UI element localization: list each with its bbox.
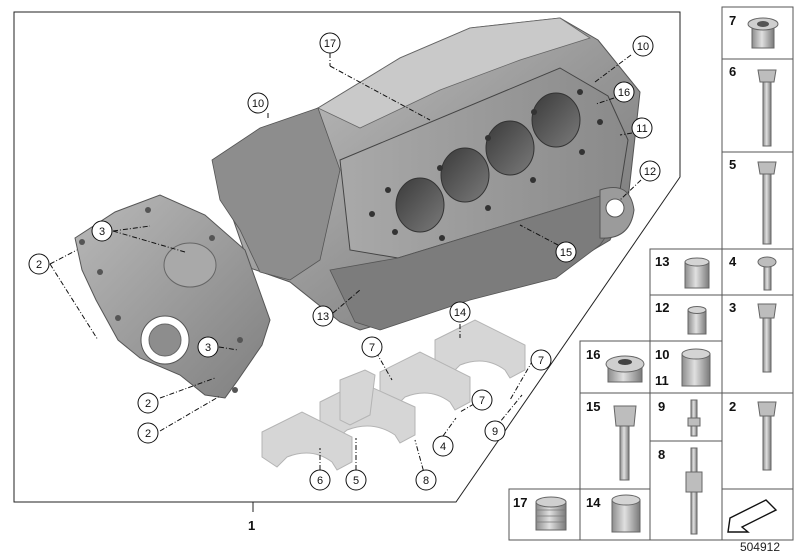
callout-2-top[interactable]: 2	[28, 253, 50, 275]
callout-10-right[interactable]: 10	[632, 35, 654, 57]
svg-text:4: 4	[440, 441, 446, 453]
svg-text:2: 2	[36, 259, 42, 271]
svg-text:11: 11	[655, 373, 669, 388]
part-2-bolt[interactable]	[757, 401, 777, 471]
callout-9[interactable]: 9	[484, 420, 506, 442]
svg-text:2: 2	[729, 399, 736, 414]
svg-text:2: 2	[145, 398, 151, 410]
part-3-bolt[interactable]	[757, 303, 777, 373]
part-16-plug[interactable]	[605, 355, 645, 383]
part-4-bolt[interactable]	[757, 256, 777, 291]
svg-text:15: 15	[560, 247, 572, 259]
callout-7-b[interactable]: 7	[530, 349, 552, 371]
parts-grid	[508, 6, 794, 541]
callout-15[interactable]: 15	[555, 241, 577, 263]
svg-text:7: 7	[369, 342, 375, 354]
parts-grid-labels: 7 6 5 13 4 12 3 16 10 11 15 9 2 8 17 14	[513, 13, 737, 510]
callout-4[interactable]: 4	[432, 435, 454, 457]
part-10-sleeve[interactable]	[681, 348, 711, 387]
callout-3-top[interactable]: 3	[91, 220, 113, 242]
svg-text:15: 15	[586, 399, 600, 414]
part-15-bolt[interactable]	[613, 405, 637, 481]
part-9-stud[interactable]	[687, 399, 701, 437]
svg-text:5: 5	[729, 157, 736, 172]
svg-text:8: 8	[658, 447, 665, 462]
part-5-bolt[interactable]	[757, 161, 777, 245]
callout-14[interactable]: 14	[449, 301, 471, 323]
svg-text:5: 5	[353, 475, 359, 487]
svg-text:3: 3	[205, 342, 211, 354]
svg-text:16: 16	[618, 87, 630, 99]
svg-text:12: 12	[644, 166, 656, 178]
svg-text:13: 13	[655, 254, 669, 269]
part-12-sleeve[interactable]	[687, 306, 707, 335]
callout-17[interactable]: 17	[319, 32, 341, 54]
svg-text:17: 17	[513, 495, 527, 510]
callout-7-a[interactable]: 7	[361, 336, 383, 358]
svg-text:14: 14	[454, 307, 466, 319]
engine-block	[211, 17, 641, 331]
leader-lines	[49, 53, 642, 481]
svg-text:7: 7	[729, 13, 736, 28]
callout-12[interactable]: 12	[639, 160, 661, 182]
svg-text:6: 6	[729, 64, 736, 79]
svg-text:3: 3	[729, 300, 736, 315]
callout-10-left[interactable]: 10	[247, 92, 269, 114]
callout-6[interactable]: 6	[309, 469, 331, 491]
svg-text:4: 4	[729, 254, 737, 269]
callout-3-bottom[interactable]: 3	[197, 336, 219, 358]
svg-text:14: 14	[586, 495, 601, 510]
diagram-number: 504912	[739, 540, 780, 554]
svg-text:10: 10	[252, 98, 264, 110]
svg-text:10: 10	[637, 41, 649, 53]
svg-text:2: 2	[145, 428, 151, 440]
svg-text:7: 7	[538, 355, 544, 367]
callout-7-c[interactable]: 7	[471, 389, 493, 411]
svg-text:11: 11	[636, 123, 647, 135]
svg-text:9: 9	[658, 399, 665, 414]
part-17-plug[interactable]	[535, 496, 567, 531]
callout-8[interactable]: 8	[415, 469, 437, 491]
callout-2-middle[interactable]: 2	[137, 392, 159, 414]
bearing-caps	[261, 319, 526, 471]
svg-text:8: 8	[423, 475, 429, 487]
callout-5[interactable]: 5	[345, 469, 367, 491]
svg-text:13: 13	[317, 311, 329, 323]
svg-text:10: 10	[655, 347, 669, 362]
part-14-sleeve[interactable]	[611, 494, 641, 533]
callout-16[interactable]: 16	[613, 81, 635, 103]
part-13-sleeve[interactable]	[684, 257, 710, 289]
assembly-number: 1	[248, 518, 255, 533]
callouts: 17 10 10 16 11 12 15 13	[28, 32, 661, 491]
part-8-stud[interactable]	[685, 447, 703, 535]
svg-text:16: 16	[586, 347, 600, 362]
next-page-arrow-icon[interactable]	[727, 499, 778, 533]
svg-text:6: 6	[317, 475, 323, 487]
part-7-sleeve[interactable]	[747, 17, 779, 49]
part-6-bolt[interactable]	[757, 69, 777, 147]
assembly-frame	[13, 11, 681, 503]
svg-text:12: 12	[655, 300, 669, 315]
svg-text:17: 17	[324, 38, 336, 50]
callout-2-bottom[interactable]: 2	[137, 422, 159, 444]
svg-text:3: 3	[99, 226, 105, 238]
svg-text:9: 9	[492, 426, 498, 438]
callout-11[interactable]: 11	[631, 117, 653, 139]
callout-13[interactable]: 13	[312, 305, 334, 327]
svg-text:7: 7	[479, 395, 485, 407]
